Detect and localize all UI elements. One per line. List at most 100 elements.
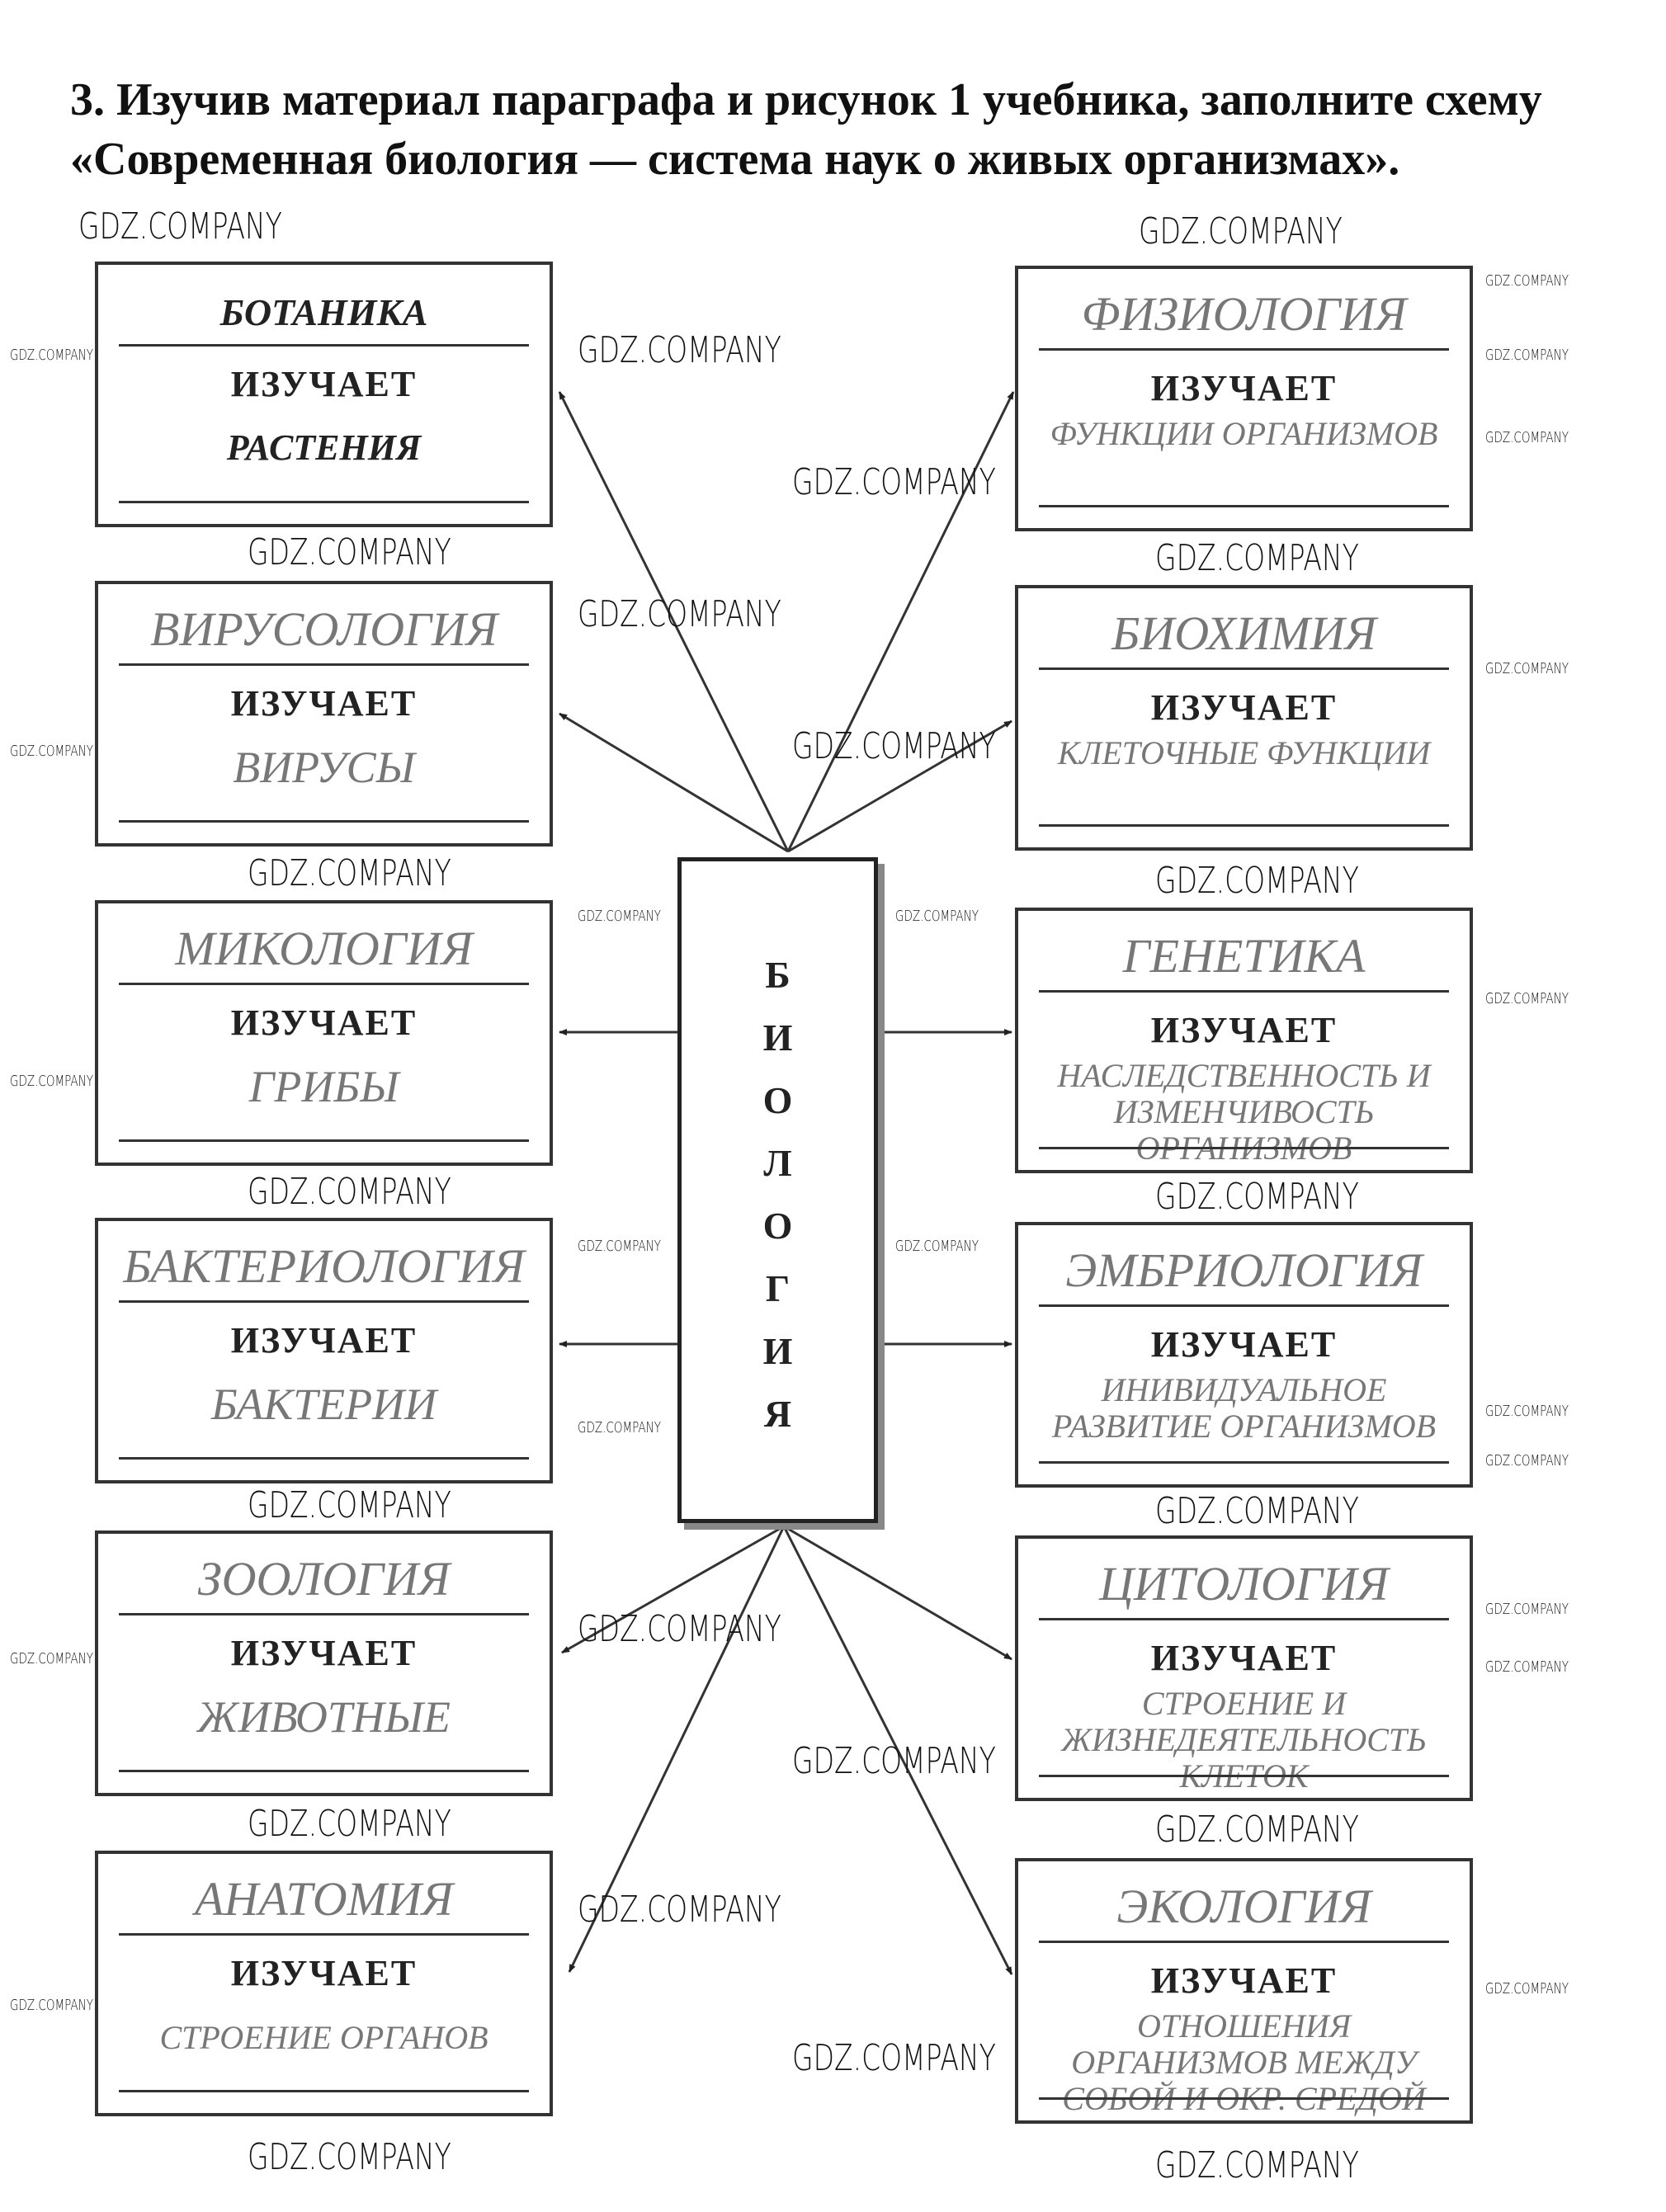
divider [119,663,529,666]
science-subject-answer: ЖИВОТНЫЕ [196,1692,451,1742]
science-name: ЭМБРИОЛОГИЯ [1065,1243,1423,1297]
watermark-text: GDZ.COMPANY [1485,1980,1569,1997]
science-name: БИОХИМИЯ [1111,606,1376,660]
divider [1039,1461,1449,1464]
divider [1039,348,1449,351]
arrow-ecology [782,1526,1013,1975]
watermark-text: GDZ.COMPANY [792,725,996,767]
watermark-text: GDZ.COMPANY [1155,1176,1359,1218]
biology-letter: О [762,1079,793,1121]
watermark-text: GDZ.COMPANY [578,329,781,371]
biology-letter: Г [765,1267,791,1309]
divider [119,983,529,985]
studies-label: ИЗУЧАЕТ [230,1633,418,1673]
divider [1039,2097,1449,2100]
watermark-text: GDZ.COMPANY [10,1073,93,1090]
watermark-text: GDZ.COMPANY [1485,1658,1569,1676]
watermark-text: GDZ.COMPANY [1155,1490,1359,1532]
science-subject-answer: БАКТЕРИИ [210,1380,437,1429]
watermark-text: GDZ.COMPANY [10,347,93,364]
science-subject-answer: СТРОЕНИЕ И ЖИЗНЕДЕЯТЕЛЬНОСТЬ КЛЕТОК [1061,1685,1427,1795]
arrow-botany [558,391,790,852]
divider [119,1933,529,1936]
watermark-text: GDZ.COMPANY [248,531,451,573]
science-subject-answer: ИНИВИДУАЛЬНОЕ РАЗВИТИЕ ОРГАНИЗМОВ [1051,1371,1437,1445]
watermark-text: GDZ.COMPANY [1139,210,1343,252]
arrow-physiology [786,391,1015,852]
science-subject-answer: ВИРУСЫ [233,743,415,792]
studies-label: ИЗУЧАЕТ [1150,1638,1338,1678]
watermark-text: GDZ.COMPANY [1485,1403,1569,1420]
divider [1039,1618,1449,1620]
studies-label: ИЗУЧАЕТ [1150,1010,1338,1050]
arrow-zoology [561,1525,785,1654]
science-subject-answer: СТРОЕНИЕ ОРГАНОВ [159,2019,488,2056]
biology-letter: Л [763,1142,792,1184]
divider [1039,1304,1449,1307]
science-box: АНАТОМИЯ ИЗУЧАЕТ СТРОЕНИЕ ОРГАНОВ [95,1851,553,2116]
divider [119,1457,529,1460]
studies-label: ИЗУЧАЕТ [1150,368,1338,408]
divider [119,501,529,503]
divider [1039,505,1449,507]
watermark-text: GDZ.COMPANY [792,461,996,503]
watermark-text: GDZ.COMPANY [1485,1601,1569,1618]
science-box: ЭМБРИОЛОГИЯ ИЗУЧАЕТ ИНИВИДУАЛЬНОЕ РАЗВИТИЕ… [1015,1222,1473,1488]
science-box: ЭКОЛОГИЯ ИЗУЧАЕТ ОТНОШЕНИЯ ОРГАНИЗМОВ МЕЖД… [1015,1858,1473,2124]
watermark-text: GDZ.COMPANY [895,908,979,925]
watermark-text: GDZ.COMPANY [1485,272,1569,290]
watermark-text: GDZ.COMPANY [248,852,451,894]
divider [119,1139,529,1142]
science-name: ГЕНЕТИКА [1122,929,1366,983]
watermark-text: GDZ.COMPANY [578,1419,661,1436]
divider [119,2090,529,2092]
task-title-line-2: «Современная биология — система наук о ж… [70,134,1400,185]
studies-label: ИЗУЧАЕТ [230,1002,418,1043]
science-subject-answer: КЛЕТОЧНЫЕ ФУНКЦИИ [1057,734,1431,771]
science-name: ЦИТОЛОГИЯ [1099,1557,1389,1611]
watermark-text: GDZ.COMPANY [578,1608,781,1650]
studies-label: ИЗУЧАЕТ [230,364,418,404]
divider [119,820,529,823]
divider [1039,1775,1449,1777]
science-subject-answer: ФУНКЦИИ ОРГАНИЗМОВ [1050,415,1438,452]
biology-letter: О [762,1205,793,1247]
science-name: БАКТЕРИОЛОГИЯ [123,1239,525,1293]
watermark-text: GDZ.COMPANY [10,743,93,760]
science-name: АНАТОМИЯ [195,1872,453,1926]
divider [1039,667,1449,670]
science-name: МИКОЛОГИЯ [175,922,473,975]
studies-label: ИЗУЧАЕТ [1150,1324,1338,1365]
science-subject-answer: РАСТЕНИЯ [226,427,422,468]
studies-label: ИЗУЧАЕТ [1150,1960,1338,2001]
task-title-line-1: 3. Изучив материал параграфа и рисунок 1… [70,74,1542,125]
watermark-text: GDZ.COMPANY [248,1171,451,1213]
watermark-text: GDZ.COMPANY [1485,1452,1569,1469]
science-name: ФИЗИОЛОГИЯ [1081,287,1407,341]
divider [119,1770,529,1772]
science-name: ВИРУСОЛОГИЯ [150,602,498,656]
arrow-cytology [783,1525,1012,1661]
divider [119,344,529,347]
arrow-biochemistry [787,719,1012,853]
science-subject-answer: ОТНОШЕНИЯ ОРГАНИЗМОВ МЕЖДУ СОБОЙ И ОКР. … [1062,2007,1426,2117]
watermark-text: GDZ.COMPANY [1485,660,1569,677]
biology-letter: И [762,1330,793,1372]
watermark-text: GDZ.COMPANY [248,1484,451,1526]
watermark-text: GDZ.COMPANY [78,205,282,248]
watermark-text: GDZ.COMPANY [10,1650,93,1667]
studies-label: ИЗУЧАЕТ [230,1953,418,1993]
divider [1039,1147,1449,1149]
watermark-text: GDZ.COMPANY [792,2037,996,2079]
biology-letter: Б [765,954,791,996]
watermark-text: GDZ.COMPANY [578,593,781,635]
science-name: ЭКОЛОГИЯ [1116,1879,1371,1933]
watermark-text: GDZ.COMPANY [10,1997,93,2014]
divider [1039,990,1449,993]
